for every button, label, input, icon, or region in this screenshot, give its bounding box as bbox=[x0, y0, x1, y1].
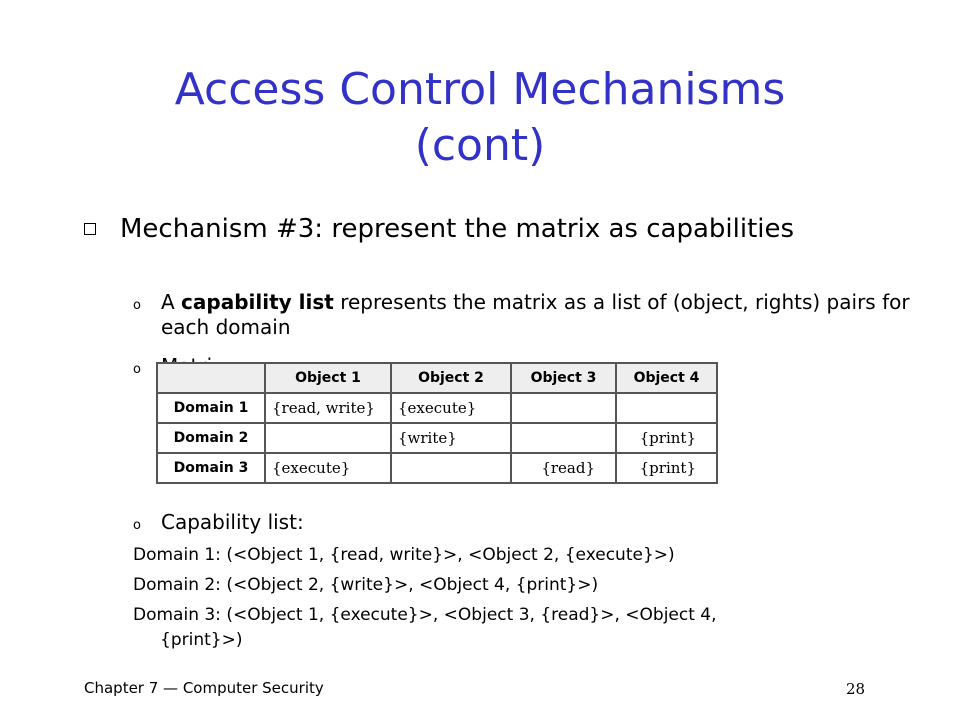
matrix-row-header: Domain 2 bbox=[156, 422, 266, 454]
matrix-row: Domain 3 {execute} {read} {print} bbox=[156, 452, 718, 484]
matrix-header-object-4: Object 4 bbox=[615, 362, 718, 394]
sub-bullet-pre: A bbox=[161, 290, 182, 314]
footer-chapter: Chapter 7 — Computer Security bbox=[84, 679, 324, 697]
matrix-header-object-2: Object 2 bbox=[390, 362, 512, 394]
circle-bullet-icon: o bbox=[133, 362, 141, 377]
matrix-cell bbox=[510, 422, 617, 454]
capability-line-domain-3-cont: {print}>) bbox=[160, 630, 243, 650]
footer-page-number: 28 bbox=[846, 680, 866, 698]
capability-list: Domain 1: (<Object 1, {read, write}>, <O… bbox=[133, 540, 853, 650]
capability-line-domain-3: Domain 3: (<Object 1, {execute}>, <Objec… bbox=[133, 605, 717, 625]
sub-bullet-bold-term: capability list bbox=[181, 290, 334, 314]
matrix-cell: {print} bbox=[615, 452, 718, 484]
matrix-cell: {read, write} bbox=[264, 392, 392, 424]
matrix-header-row: Object 1 Object 2 Object 3 Object 4 bbox=[156, 362, 718, 394]
matrix-row: Domain 1 {read, write} {execute} bbox=[156, 392, 718, 424]
sub-bullet-post: represents the matrix as a list of (obje… bbox=[161, 290, 910, 339]
sub-bullet-text: A capability list represents the matrix … bbox=[161, 290, 913, 340]
matrix-corner-cell bbox=[156, 362, 266, 394]
slide-title-line-1: Access Control Mechanisms bbox=[174, 64, 786, 115]
access-matrix-table: Object 1 Object 2 Object 3 Object 4 Doma… bbox=[156, 362, 718, 484]
matrix-cell: {execute} bbox=[264, 452, 392, 484]
circle-bullet-icon: o bbox=[133, 298, 141, 313]
matrix-row: Domain 2 {write} {print} bbox=[156, 422, 718, 454]
matrix-cell bbox=[510, 392, 617, 424]
slide-title-line-2: (cont) bbox=[414, 120, 546, 171]
matrix-row-header: Domain 3 bbox=[156, 452, 266, 484]
sub-bullet-text: Capability list: bbox=[161, 510, 304, 534]
matrix-row-header: Domain 1 bbox=[156, 392, 266, 424]
main-bullet-text: Mechanism #3: represent the matrix as ca… bbox=[120, 214, 795, 244]
matrix-cell: {execute} bbox=[390, 392, 512, 424]
matrix-header-object-1: Object 1 bbox=[264, 362, 392, 394]
matrix-cell: {read} bbox=[510, 452, 617, 484]
sub-bullet-capability-list: o A capability list represents the matri… bbox=[133, 290, 913, 340]
matrix-cell bbox=[264, 422, 392, 454]
slide-title: Access Control Mechanisms (cont) bbox=[0, 62, 960, 174]
matrix-header-object-3: Object 3 bbox=[510, 362, 617, 394]
sub-bullet-capability-heading: o Capability list: bbox=[133, 510, 913, 535]
capability-line-domain-2: Domain 2: (<Object 2, {write}>, <Object … bbox=[133, 575, 599, 595]
circle-bullet-icon: o bbox=[133, 518, 141, 533]
matrix-cell: {write} bbox=[390, 422, 512, 454]
main-bullet: Mechanism #3: represent the matrix as ca… bbox=[84, 214, 884, 245]
square-bullet-icon bbox=[84, 223, 96, 235]
matrix-cell bbox=[390, 452, 512, 484]
matrix-cell: {print} bbox=[615, 422, 718, 454]
matrix-cell bbox=[615, 392, 718, 424]
access-matrix-image: Object 1 Object 2 Object 3 Object 4 Doma… bbox=[156, 362, 718, 484]
capability-line-domain-1: Domain 1: (<Object 1, {read, write}>, <O… bbox=[133, 545, 675, 565]
